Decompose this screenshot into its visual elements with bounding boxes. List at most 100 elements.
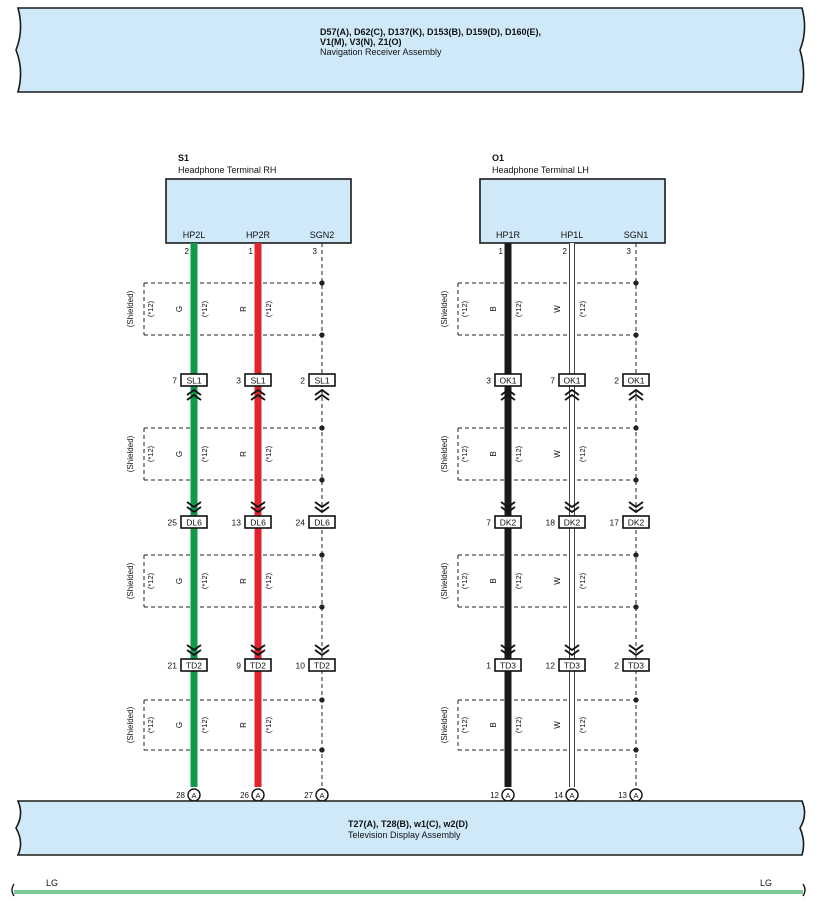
wire-hp1r[interactable]: HP1R1B(*12)B(*12)B(*12)B(*12)OK13DK27TD3… <box>486 230 523 817</box>
chevron-down-icon <box>628 649 644 657</box>
chevron-down-icon <box>186 506 202 514</box>
group-id: O1 <box>492 153 504 163</box>
shield-dot-top <box>633 280 639 286</box>
end-terminal-pin: 28 <box>176 791 185 800</box>
bottom-assembly-name: Television Display Assembly <box>348 830 461 840</box>
wire-hp2l[interactable]: HP2L2G(*12)G(*12)G(*12)G(*12)SL17DL625TD… <box>168 230 209 817</box>
wire-note: (*12) <box>514 300 523 317</box>
end-terminal-connector: A <box>319 791 324 800</box>
wire-color-code: B <box>489 722 498 727</box>
connector-box <box>180 373 208 387</box>
connector-box <box>180 658 208 672</box>
wire-note: (*12) <box>514 716 523 733</box>
connector-pin: 2 <box>614 661 619 671</box>
shielded-label: (Shielded) <box>440 706 449 743</box>
connector-pin: 1 <box>486 661 491 671</box>
chevron-up-icon <box>250 393 266 401</box>
connector-box <box>308 373 336 387</box>
connector-box <box>622 515 650 529</box>
wire-note: (*12) <box>578 572 587 589</box>
bottom-assembly-box <box>15 800 806 856</box>
bottom-assembly[interactable]: T27(A), T28(B), w1(C), w2(D) Television … <box>15 800 806 856</box>
connector-name: TD2 <box>250 661 266 671</box>
shield-segment: (Shielded)(*12) <box>126 552 325 610</box>
shielded-label: (Shielded) <box>440 290 449 327</box>
pin-number: 3 <box>313 247 318 256</box>
connector-pin: 7 <box>486 518 491 528</box>
chevron-down-icon <box>628 644 644 652</box>
chevron-down-icon <box>564 506 580 514</box>
connector-name: TD3 <box>564 661 580 671</box>
pin-number: 2 <box>563 247 568 256</box>
note-label: (*12) <box>460 572 469 589</box>
wire-color-code: G <box>175 306 184 312</box>
wire-color-code: R <box>239 722 248 728</box>
connector-box <box>558 515 586 529</box>
shield-outline <box>143 699 322 751</box>
wire-sgn1[interactable]: SGN13OK12DK217TD32A13SLD5 <box>610 230 650 817</box>
chevron-up-icon <box>250 388 266 396</box>
top-assembly[interactable]: D57(A), D62(C), D137(K), D153(B), D159(D… <box>15 7 806 93</box>
end-terminal-connector: A <box>633 791 638 800</box>
connector-name: DL6 <box>250 518 266 528</box>
wire-color-code: R <box>239 306 248 312</box>
chevron-up-icon <box>628 393 644 401</box>
chevron-down-icon <box>500 644 516 652</box>
shielded-label: (Shielded) <box>126 706 135 743</box>
wire-color-code: W <box>553 450 562 458</box>
chevron-down-icon <box>314 506 330 514</box>
wire-note: (*12) <box>578 445 587 462</box>
wire-color-code: B <box>489 451 498 456</box>
ground-wire-right-end <box>802 883 806 897</box>
group-name: Headphone Terminal LH <box>492 165 589 175</box>
wire-color-code: R <box>239 578 248 584</box>
connector-name: TD3 <box>500 661 516 671</box>
wire-sgn2[interactable]: SGN23SL12DL624TD210A27SLD6 <box>296 230 336 817</box>
chevron-up-icon <box>314 393 330 401</box>
connector-dl6: DL6 13 <box>232 515 272 529</box>
wire-note: (*12) <box>264 716 273 733</box>
connector-box <box>494 658 522 672</box>
chevron-down-icon <box>250 649 266 657</box>
pin-name: HP2R <box>246 230 271 240</box>
connector-pin: 13 <box>232 518 242 528</box>
wire-color-code: G <box>175 722 184 728</box>
ground-wire-label-right: LG <box>760 878 772 888</box>
connector-box <box>244 515 272 529</box>
pin-number: 1 <box>249 247 254 256</box>
connector-name: OK1 <box>499 376 516 386</box>
pin-name: SGN2 <box>310 230 335 240</box>
end-terminal-pin: 13 <box>618 791 627 800</box>
connector-box <box>244 658 272 672</box>
wire-hp1l[interactable]: HP1L2W(*12)W(*12)W(*12)W(*12)OK17DK218TD… <box>546 230 587 817</box>
pin-name: HP1R <box>496 230 521 240</box>
wire-note: (*12) <box>514 445 523 462</box>
connector-name: SL1 <box>250 376 265 386</box>
wire-color-code: W <box>553 721 562 729</box>
connector-name: TD2 <box>314 661 330 671</box>
chevron-down-icon <box>250 644 266 652</box>
note-label: (*12) <box>460 300 469 317</box>
shield-outline <box>143 554 322 608</box>
connector-pin: 24 <box>296 518 306 528</box>
shield-segment: (Shielded) (*12) <box>126 697 325 753</box>
shield-outline <box>143 282 322 336</box>
shield-segment: (Shielded)(*12) <box>440 425 639 483</box>
pin-name: HP1L <box>561 230 584 240</box>
connector-box <box>308 658 336 672</box>
connector-pin: 7 <box>172 376 177 386</box>
connector-pin: 2 <box>300 376 305 386</box>
end-terminal-pin: 14 <box>554 791 563 800</box>
wire-note: (*12) <box>200 300 209 317</box>
ground-wire[interactable]: LG LG <box>11 878 806 897</box>
wire-hp2r[interactable]: HP2R1R(*12)R(*12)R(*12)R(*12)SL13DL613TD… <box>232 230 273 817</box>
ground-wire-left-end <box>11 883 15 897</box>
end-terminal-connector: A <box>569 791 574 800</box>
